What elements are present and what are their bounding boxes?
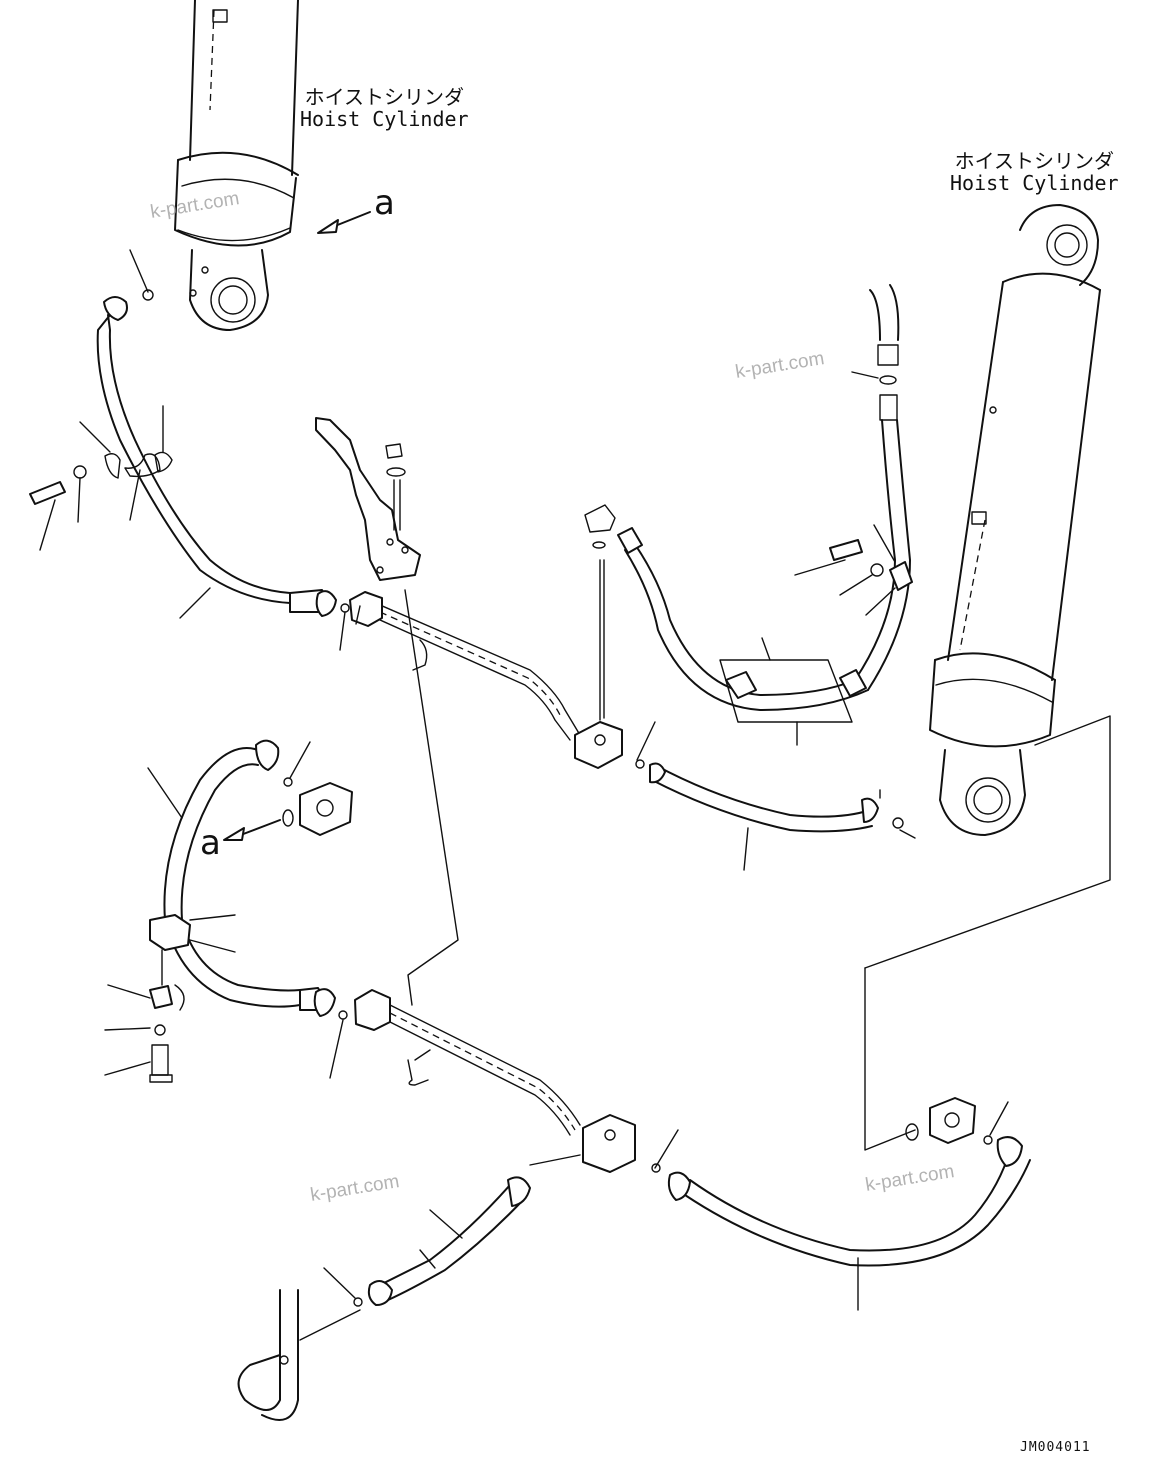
cylinder-label-right-jp: ホイストシリンダ <box>954 149 1114 173</box>
center-block-upper <box>574 504 656 769</box>
cylinder-label-right: ホイストシリンダ Hoist Cylinder <box>950 150 1119 194</box>
reference-mark-top: a <box>374 183 395 223</box>
detail-frame-lower <box>864 967 916 1151</box>
upper-right-hose <box>617 284 913 746</box>
center-hose-to-cylinder <box>649 762 916 871</box>
connector-line <box>404 589 459 1006</box>
drawing-code: JM004011 <box>1020 1440 1091 1455</box>
upper-steel-tube <box>339 591 581 741</box>
middle-left-hose <box>104 739 353 1083</box>
center-block-lower <box>582 1114 679 1173</box>
detail-frame-right <box>864 715 1111 969</box>
cylinder-label-right-en: Hoist Cylinder <box>950 171 1119 195</box>
reference-mark-middle: a <box>200 823 221 863</box>
lower-left-hose <box>237 1154 581 1421</box>
cylinder-label-left-en: Hoist Cylinder <box>300 107 469 131</box>
reference-arrow-top <box>317 211 371 234</box>
cylinder-label-left-jp: ホイストシリンダ <box>304 85 464 109</box>
cylinder-label-left: ホイストシリンダ Hoist Cylinder <box>300 86 469 130</box>
left-hoist-cylinder <box>174 0 299 331</box>
reference-arrow-middle <box>223 819 281 841</box>
bracket-plate <box>315 417 421 581</box>
right-hoist-cylinder <box>929 204 1101 836</box>
lower-right-hose <box>667 1097 1031 1311</box>
connector-tick <box>414 1049 431 1061</box>
top-left-hose <box>29 249 337 619</box>
lower-steel-tube <box>329 639 581 1136</box>
